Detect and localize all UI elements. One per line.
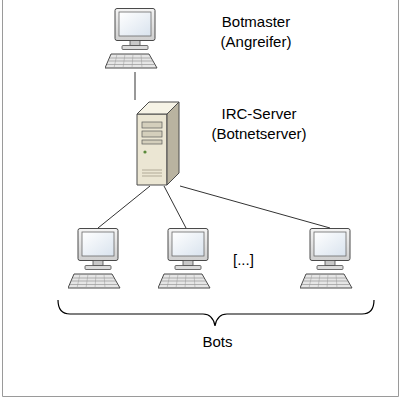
ellipsis-label: [...] [233, 250, 254, 270]
node-label: Bots [55, 332, 380, 352]
group-brace [58, 300, 374, 326]
node-label: Botmaster (Angreifer) [200, 12, 312, 52]
network-link [98, 186, 150, 228]
network-link [164, 186, 186, 228]
network-link [180, 186, 330, 228]
node-label: IRC-Server (Botnetserver) [200, 104, 318, 144]
attacker-node: Botmaster (Angreifer) [100, 8, 315, 72]
bot-computer [158, 229, 210, 289]
bot-computer [68, 229, 120, 289]
botmaster-computer [105, 9, 157, 69]
bot-group: Bots [55, 228, 382, 354]
image-frame [3, 0, 399, 397]
network-link [135, 72, 136, 100]
server-node: IRC-Server (Botnetserver) [128, 100, 323, 186]
server-icon [137, 102, 179, 185]
bot-computer [300, 229, 352, 289]
